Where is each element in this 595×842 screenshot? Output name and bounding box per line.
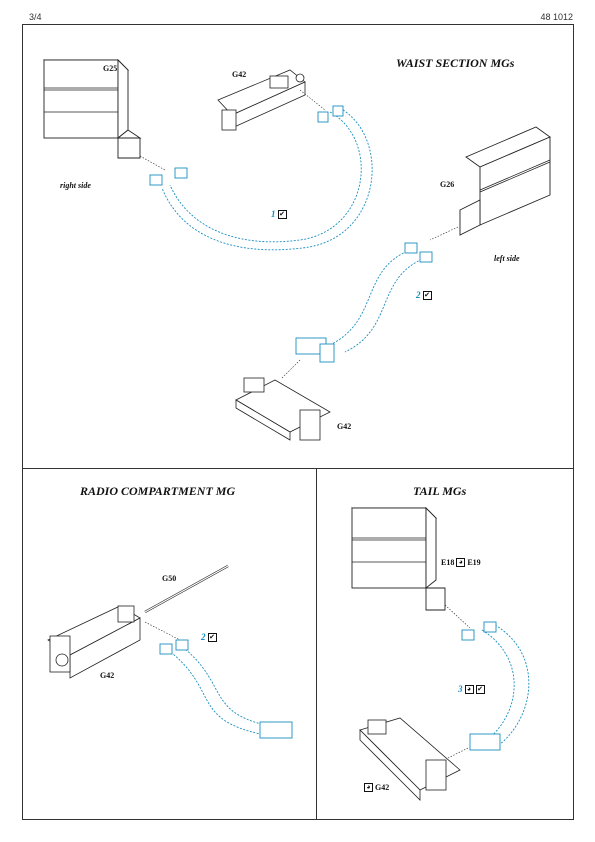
right-side-label: right side — [60, 181, 91, 190]
fold-check-icon: ✔ — [207, 632, 217, 642]
g26-label: G26 — [440, 180, 455, 189]
radio-g42-gun — [47, 605, 141, 679]
g25-label: G25 — [103, 64, 118, 73]
radio-ammo-belt — [159, 639, 293, 739]
radio-g42-label: G42 — [100, 671, 115, 680]
page-number: 3/4 — [29, 12, 42, 22]
radio-section-title: RADIO COMPARTMENT MG — [80, 484, 236, 498]
step-2-radio: 2 ✔ — [201, 632, 217, 642]
g42-bottom-label: G42 — [337, 422, 352, 431]
tail-section-title: TAIL MGs — [413, 484, 467, 498]
e18-e19-label-group: E18 ◕ E19 — [441, 558, 481, 567]
g50-label: G50 — [162, 574, 177, 583]
fold-check-icon: ✔ — [475, 684, 485, 694]
g42-top-gun — [217, 69, 306, 131]
step-3-number: 3 — [458, 684, 463, 694]
fold-check-icon: ✔ — [277, 209, 287, 219]
g42-bottom-gun — [235, 377, 331, 441]
tail-g42-label-group: ◕ G42 — [364, 783, 389, 792]
step-2-waist-number: 2 — [416, 290, 421, 300]
kit-number: 48 1012 — [540, 12, 573, 22]
step-2-radio-number: 2 — [201, 632, 206, 642]
tail-g42-label: G42 — [375, 783, 390, 792]
e18-label: E18 — [441, 558, 455, 567]
step-1: 1 ✔ — [271, 209, 287, 219]
g26-part — [459, 126, 551, 236]
step-3: 3 ◕ ✔ — [458, 684, 485, 694]
waist-section-title: WAIST SECTION MGs — [396, 56, 515, 70]
glue-dot-icon: ◕ — [364, 783, 373, 792]
g50-barrel — [144, 564, 229, 614]
e18-e19-part — [350, 506, 446, 611]
glue-dot-icon: ◕ — [456, 558, 466, 567]
step-1-number: 1 — [271, 209, 276, 219]
left-side-label: left side — [494, 254, 520, 263]
g42-top-label: G42 — [232, 70, 247, 79]
ammo-belt-1 — [149, 105, 373, 251]
tail-g42-gun — [359, 717, 461, 801]
ammo-belt-2 — [295, 242, 433, 363]
step-2-waist: 2 ✔ — [416, 290, 432, 300]
glue-dot-icon: ◕ — [464, 684, 474, 694]
g25-part — [42, 58, 142, 159]
tail-ammo-belt — [461, 621, 530, 751]
e19-label: E19 — [467, 558, 481, 567]
fold-check-icon: ✔ — [422, 290, 432, 300]
tail-panel — [316, 468, 574, 820]
